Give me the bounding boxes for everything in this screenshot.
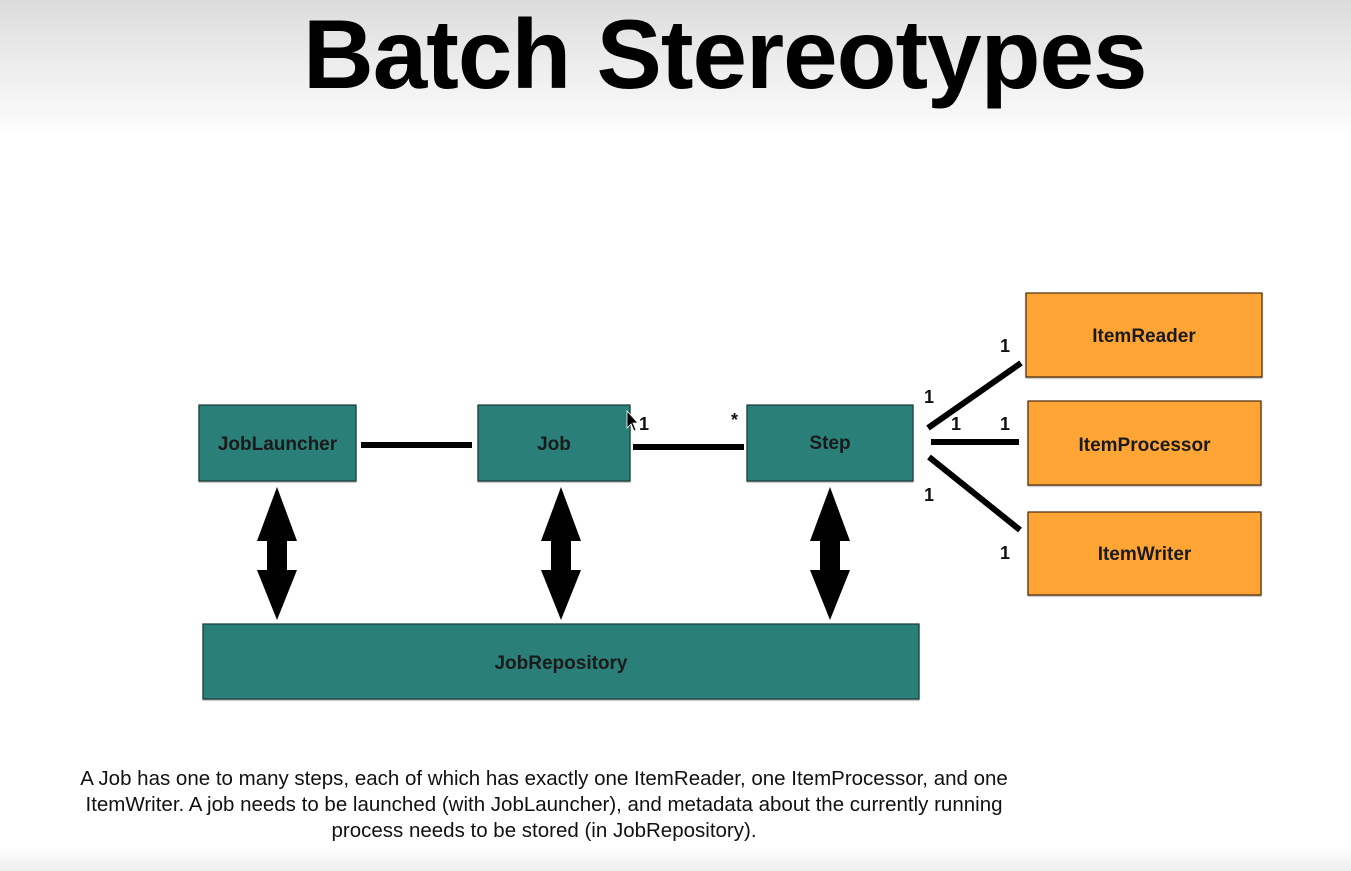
multiplicity-processor-step-end: 1 xyxy=(951,414,961,434)
step-box xyxy=(746,404,914,482)
multiplicity-writer-end: 1 xyxy=(1000,543,1010,563)
job-repository-label: JobRepository xyxy=(494,653,627,674)
multiplicity-reader-step-end: 1 xyxy=(924,387,934,407)
step-repository-double-arrow xyxy=(810,487,850,620)
job-label: Job xyxy=(537,434,571,455)
multiplicity-writer-step-end: 1 xyxy=(924,485,934,505)
item-reader-label: ItemReader xyxy=(1092,326,1196,347)
title-band xyxy=(0,0,1351,135)
item-processor-label: ItemProcessor xyxy=(1078,435,1211,456)
job-box xyxy=(477,404,631,482)
multiplicity-step-many: * xyxy=(731,410,738,430)
job-launcher-label: JobLauncher xyxy=(218,434,338,455)
multiplicity-job-end: 1 xyxy=(639,414,649,434)
job-launcher-box xyxy=(198,404,357,482)
step-label: Step xyxy=(809,433,850,454)
step-reader-connector xyxy=(926,360,1023,431)
item-writer-label: ItemWriter xyxy=(1098,544,1192,565)
multiplicity-reader-end: 1 xyxy=(1000,336,1010,356)
slide-title: Batch Stereotypes xyxy=(303,0,1148,109)
multiplicity-processor-end: 1 xyxy=(1000,414,1010,434)
slide-caption: A Job has one to many steps, each of whi… xyxy=(80,767,1008,842)
item-reader-box xyxy=(1025,292,1263,378)
job-repository-box xyxy=(202,623,920,700)
item-processor-box xyxy=(1027,400,1262,486)
footer-band xyxy=(0,847,1351,871)
step-writer-connector xyxy=(927,454,1022,533)
mouse-cursor-icon xyxy=(626,409,639,432)
item-writer-box xyxy=(1027,511,1262,596)
launcher-repository-double-arrow xyxy=(257,487,297,620)
job-repository-double-arrow xyxy=(541,487,581,620)
